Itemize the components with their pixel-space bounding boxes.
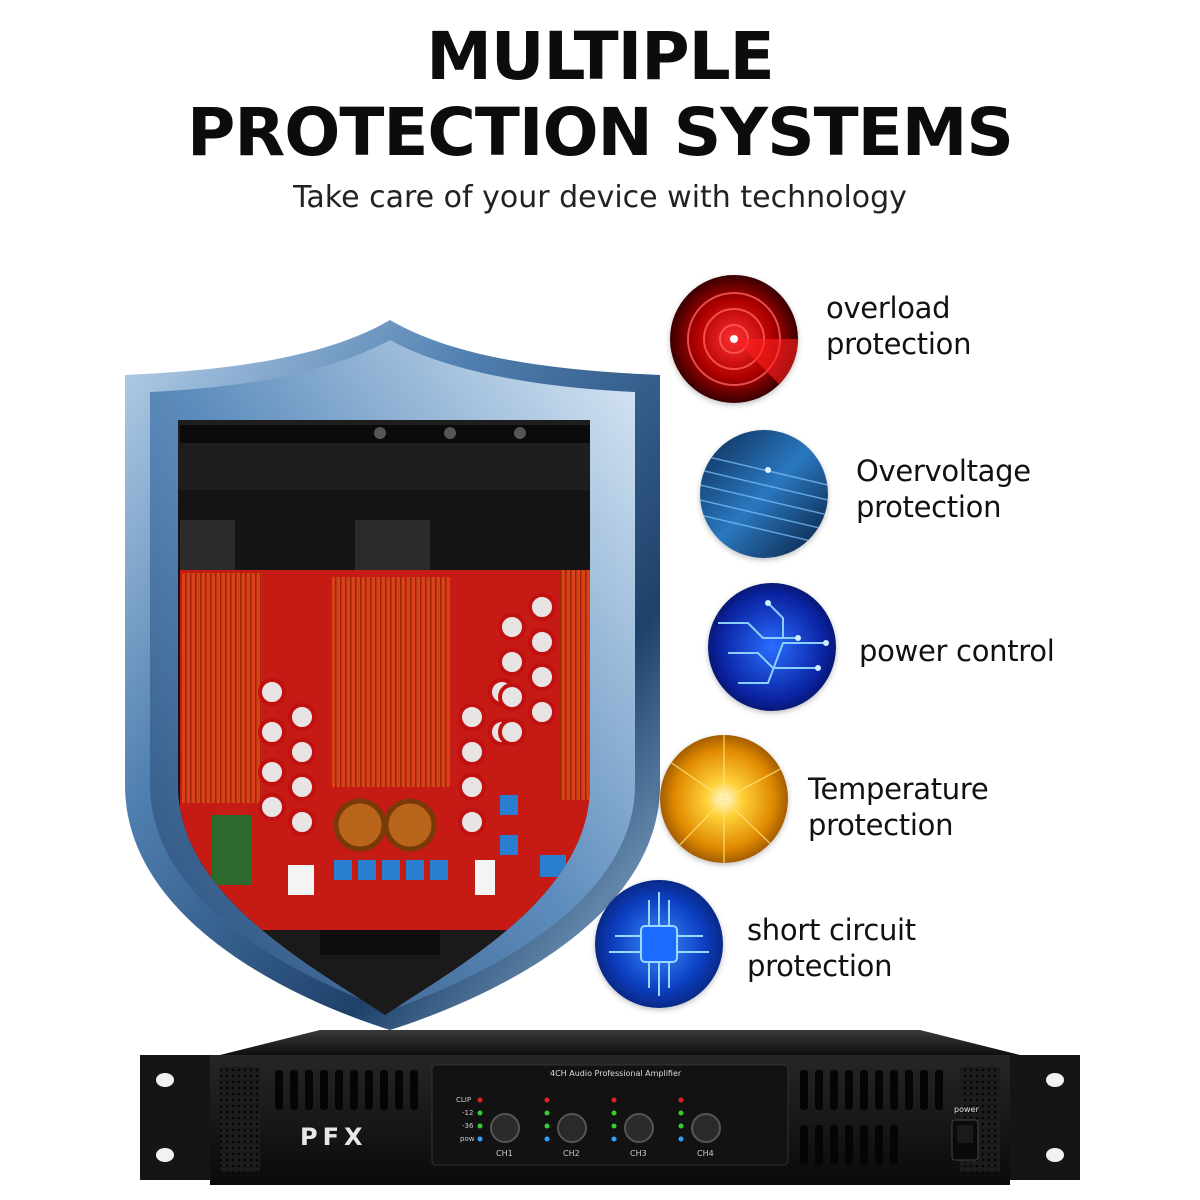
amplifier-front-panel: PFX 4CH Audio Professional Amplifier CH1…: [140, 1025, 1080, 1195]
circuit-icon: [708, 583, 836, 711]
feature-temperature-line-1: Temperature: [808, 772, 989, 806]
page-title-line-1: MULTIPLE: [426, 18, 775, 95]
amp-ch1-label: CH1: [496, 1149, 513, 1158]
page-title-line-2: PROTECTION SYSTEMS: [187, 94, 1014, 171]
amp-brand-logo: PFX: [300, 1123, 368, 1151]
amp-minus12-label: -12: [462, 1109, 474, 1117]
feature-overload-line-1: overload: [826, 291, 951, 325]
voltage-lines-icon: [700, 430, 828, 558]
amp-power-label: power: [954, 1105, 979, 1114]
feature-overvoltage-line-2: protection: [856, 490, 1002, 524]
feature-overvoltage-label: Overvoltage protection: [856, 453, 1031, 525]
amp-ch4-label: CH4: [697, 1149, 714, 1158]
feature-power-control-label: power control: [859, 633, 1055, 669]
amp-pow-label: pow: [460, 1135, 475, 1143]
feature-overload-label: overload protection: [826, 290, 971, 362]
chip-icon: [595, 880, 723, 1008]
heat-burst-icon: [660, 735, 788, 863]
amp-clip-label: CLIP: [456, 1096, 472, 1104]
radar-icon: [670, 275, 798, 403]
page-subtitle: Take care of your device with technology: [293, 180, 907, 215]
amp-minus36-label: -36: [462, 1122, 474, 1130]
shield-graphic: [125, 320, 660, 1030]
feature-temperature-line-2: protection: [808, 808, 954, 842]
feature-short-circuit-line-2: protection: [747, 949, 893, 983]
feature-power-control-line-1: power control: [859, 634, 1055, 668]
amp-ch2-label: CH2: [563, 1149, 580, 1158]
amp-ch3-label: CH3: [630, 1149, 647, 1158]
feature-short-circuit-label: short circuit protection: [747, 912, 916, 984]
feature-overload-line-2: protection: [826, 327, 972, 361]
feature-temperature-label: Temperature protection: [808, 771, 989, 843]
feature-short-circuit-line-1: short circuit: [747, 913, 916, 947]
amp-model-label: 4CH Audio Professional Amplifier: [550, 1069, 682, 1078]
amp-power-switch[interactable]: [952, 1120, 978, 1160]
feature-overvoltage-line-1: Overvoltage: [856, 454, 1031, 488]
